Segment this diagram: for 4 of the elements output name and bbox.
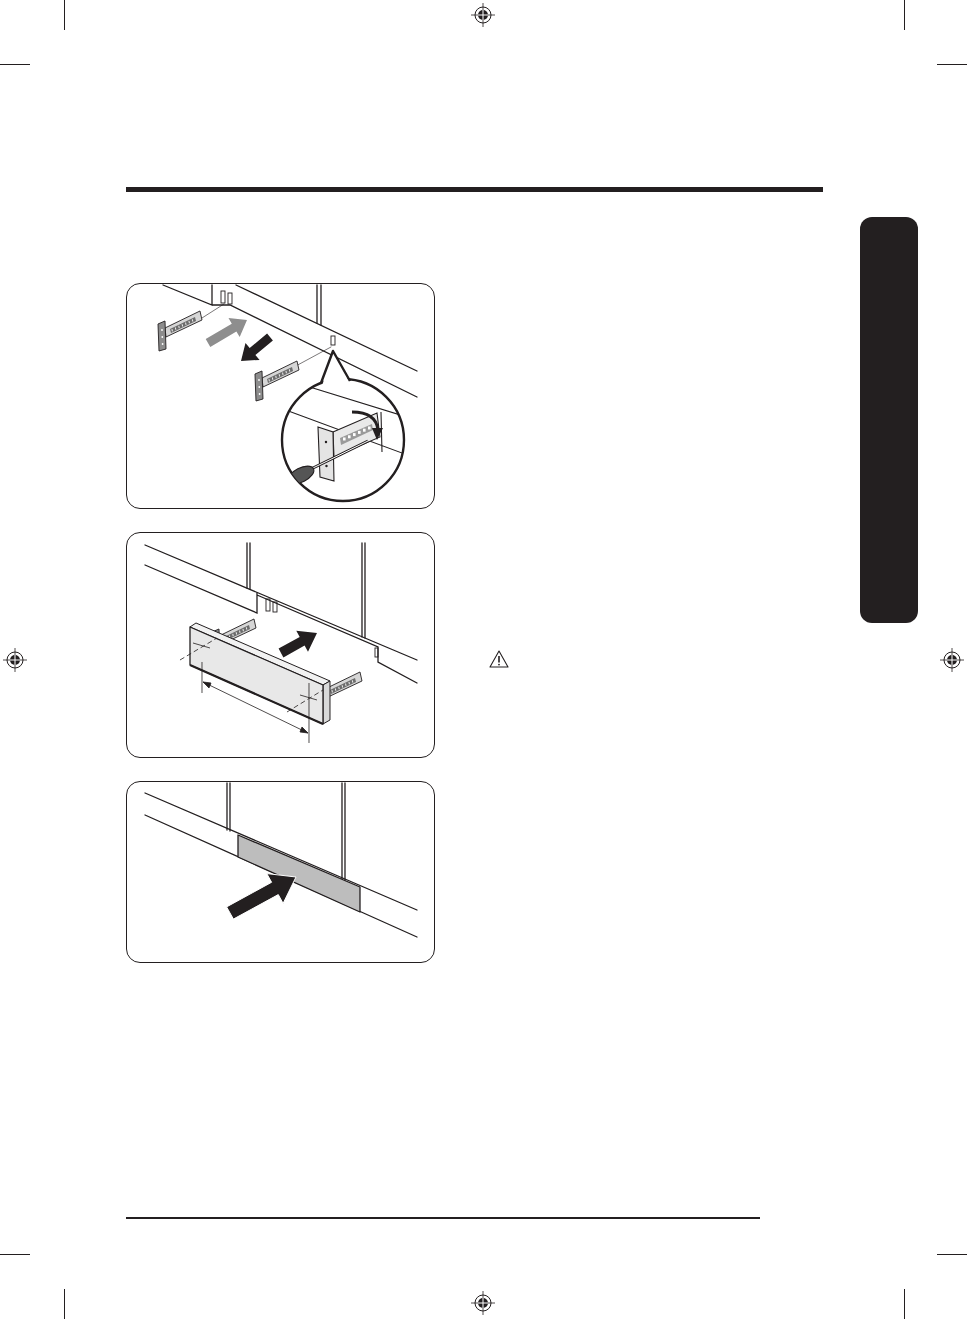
kick-plate-illustration — [126, 532, 435, 758]
section-tab — [860, 217, 918, 623]
bracket-screw-illustration — [126, 283, 435, 509]
kick-plate-push-illustration — [126, 781, 435, 963]
